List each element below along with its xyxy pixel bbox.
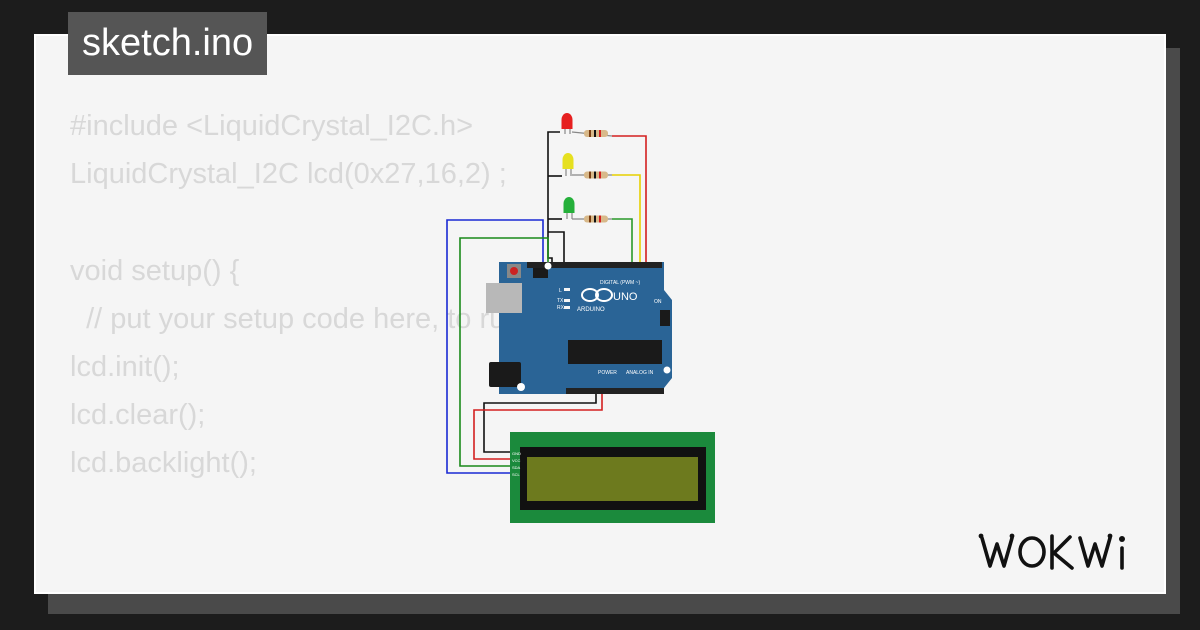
lcd-wires [446,219,603,474]
arduino-uno-board[interactable]: UNO ARDUINO DIGITAL (PWM ~) ANALOG IN PO… [486,262,672,394]
l-label: L [559,288,562,294]
tx-label: TX [557,298,564,304]
code-line: lcd.backlight(); [70,447,257,480]
code-line: void setup() { [70,254,240,287]
resistor-1[interactable] [571,130,613,137]
board-brand-label: ARDUINO [577,307,605,313]
microcontroller-chip [568,340,662,364]
lcd-pin-label: GND [512,451,521,456]
code-line: lcd.clear(); [70,399,206,432]
led-green[interactable] [563,197,575,219]
analog-pins-label: ANALOG IN [626,370,654,376]
code-line: } [70,584,600,593]
lcd-pin-label: VCC [512,458,521,463]
code-line: #include <LiquidCrystal_I2C.h> [70,110,474,142]
power-pins-label: POWER [598,370,617,376]
code-preview: #include <LiquidCrystal_I2C.h> LiquidCrys… [70,102,600,593]
on-label: ON [654,299,662,305]
led-wires [547,131,647,266]
board-model-label: UNO [613,291,638,303]
lcd-pin-label: SCL [512,472,521,477]
lcd-16x2-display[interactable]: GND VCC SDA SCL [510,432,715,523]
arduino-infinity-icon [581,288,613,302]
resistor-3[interactable] [572,215,612,223]
led-red[interactable] [561,113,573,134]
resistor-2[interactable] [572,171,612,179]
lcd-screen [527,457,698,501]
digital-pins-label: DIGITAL (PWM ~) [600,280,640,286]
led-yellow[interactable] [562,153,574,176]
filename-tag: sketch.ino [68,12,268,75]
wokwi-logo[interactable] [976,528,1150,578]
code-line: LiquidCrystal_I2C lcd(0x27,16,2) ; [70,158,507,191]
lcd-pin-label: SDA [512,465,521,470]
rx-label: RX [557,305,565,311]
code-line: lcd.init(); [70,350,180,383]
usb-port [486,283,522,313]
power-jack [489,362,521,387]
